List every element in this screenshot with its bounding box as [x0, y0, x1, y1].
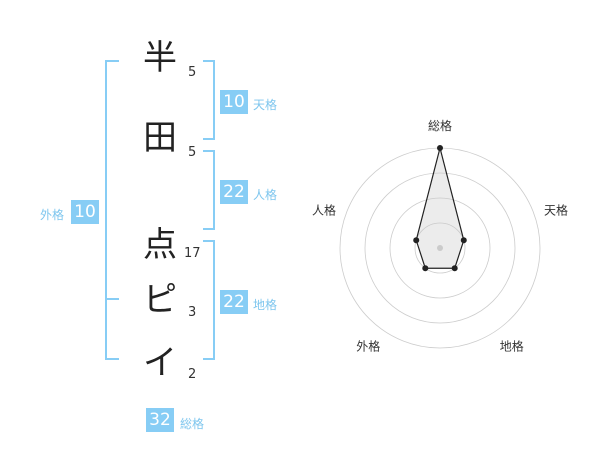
stroke-count-3: 17 [184, 246, 201, 261]
chikaku-label: 地格 [253, 298, 278, 312]
gaikaku-label: 外格 [40, 208, 65, 222]
radar-axis-label-2: 地格 [500, 339, 524, 354]
radar-ring-3 [364, 172, 516, 324]
stroke-count-1: 5 [188, 65, 197, 80]
radar-ring-2 [389, 197, 491, 299]
stroke-count-2: 5 [188, 145, 197, 160]
soukaku-score-badge: 32 [146, 408, 174, 432]
radar-ring-1 [414, 222, 466, 274]
radar-point-1 [460, 237, 467, 244]
radar-point-4 [413, 237, 420, 244]
tenkaku-label: 天格 [253, 98, 278, 112]
radar-point-2 [451, 265, 458, 272]
radar-series-polygon [415, 147, 465, 269]
chikaku-score-badge: 22 [220, 290, 248, 314]
jinkaku-score-badge: 22 [220, 180, 248, 204]
jinkaku-label: 人格 [253, 188, 278, 202]
gaikaku-score-badge: 10 [71, 200, 99, 224]
radar-point-3 [422, 265, 429, 272]
radar-axis-label-0: 総格 [428, 118, 452, 133]
name-char-5: イ [143, 343, 177, 383]
stroke-count-4: 3 [188, 305, 197, 320]
tenkaku-score-badge: 10 [220, 90, 248, 114]
stroke-count-5: 2 [188, 367, 197, 382]
radar-point-0 [437, 145, 443, 151]
soukaku-label: 総格 [180, 417, 205, 431]
radar-axis-label-1: 天格 [544, 202, 568, 217]
name-char-3: 点 [143, 225, 177, 265]
name-char-1: 半 [143, 38, 177, 78]
radar-center [437, 245, 443, 251]
name-char-4: ピ [143, 280, 177, 320]
radar-axis-label-3: 外格 [356, 339, 380, 354]
name-char-2: 田 [143, 118, 177, 158]
radar-axis-label-4: 人格 [312, 202, 336, 217]
